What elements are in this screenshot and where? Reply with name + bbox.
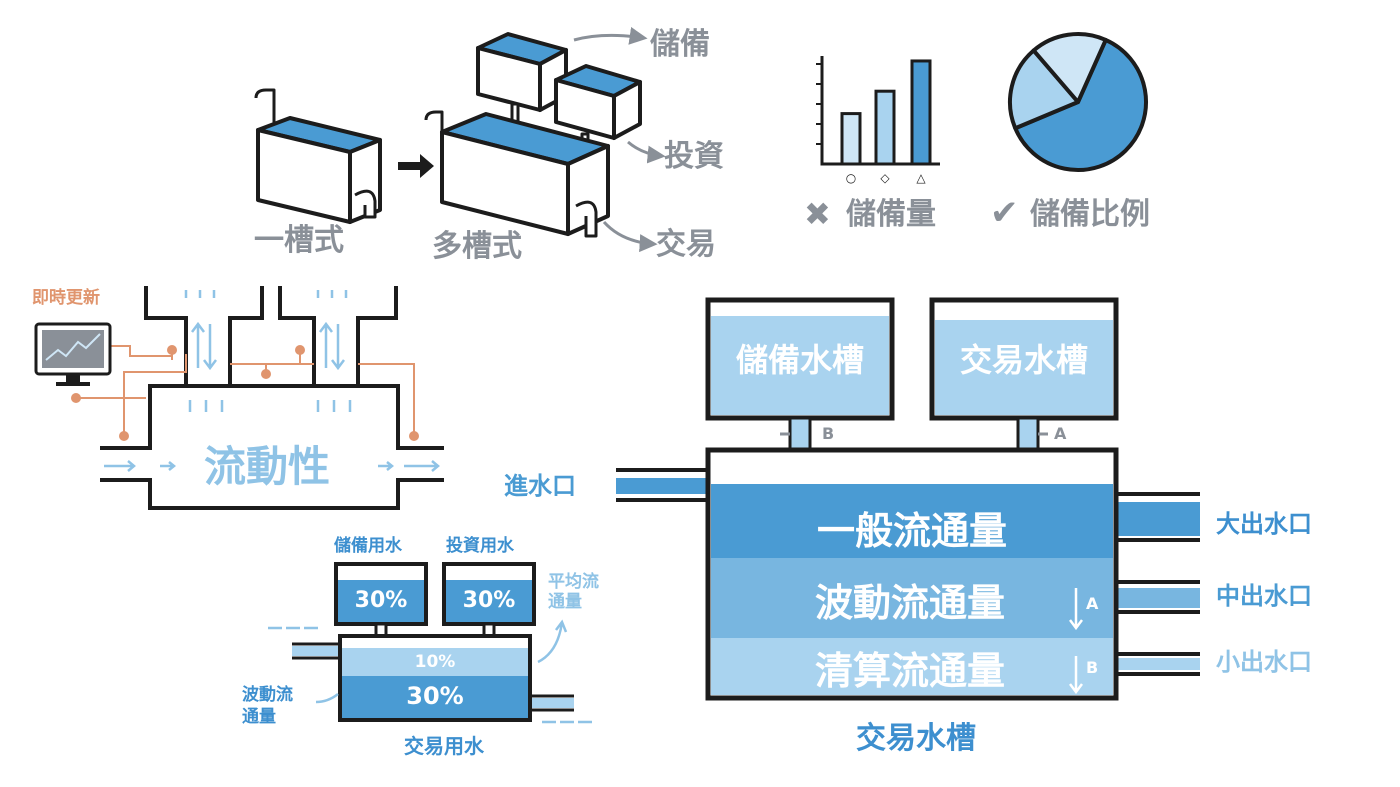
invest-water-label: 投資用水 — [446, 536, 514, 556]
trade-tank-bottom-label: 交易水槽 — [856, 721, 976, 756]
realtime-update-label: 即時更新 — [32, 288, 100, 308]
multi-tank — [424, 32, 642, 238]
monitor-icon — [34, 322, 112, 386]
bar-0 — [840, 112, 862, 166]
bar-2 — [910, 59, 932, 166]
multi-tank-out-arrows — [573, 26, 666, 253]
single-tank-label: 一槽式 — [254, 223, 344, 258]
clearing-flow-label: 清算流通量 — [814, 649, 1006, 693]
proportion-tanks — [292, 562, 574, 722]
pie-slice-1 — [1008, 48, 1080, 131]
general-flow-label: 一般流通量 — [816, 509, 1008, 553]
valve-b-label: B — [822, 424, 835, 443]
main-tank-system — [616, 297, 1200, 701]
right-reserve-ratio-label: 儲備比例 — [1030, 197, 1150, 232]
small-outlet-label: 小出水口 — [1216, 648, 1312, 676]
invest-output-label: 投資 — [664, 139, 724, 174]
reserve-pct-label: 30% — [354, 588, 408, 613]
bar-tick-label-2: △ — [916, 171, 926, 185]
liquidity-label: 流動性 — [204, 442, 331, 491]
reserve-ratio-pie — [1008, 32, 1148, 172]
volatile-flow-label: 波動流通量 — [814, 581, 1006, 625]
single-tank — [254, 88, 382, 224]
main-tank-down-arrows — [1069, 588, 1083, 695]
check-icon: ✔ — [990, 193, 1019, 233]
proportion-arrows — [268, 619, 592, 724]
bar-tick-label-0: ○ — [846, 171, 856, 185]
mid-outlet-label: 中出水口 — [1216, 582, 1312, 610]
multi-tank-label: 多槽式 — [432, 229, 522, 264]
sensor-dots — [71, 345, 419, 441]
trade-pct-label: 30% — [406, 682, 464, 710]
volatile-down-a-label: A — [1086, 594, 1099, 613]
volatile-pct-label: 10% — [414, 652, 456, 672]
trade-water-label: 交易用水 — [404, 734, 484, 758]
sensor-wires — [76, 345, 415, 436]
bar-1 — [874, 89, 896, 166]
trade-output-label: 交易 — [656, 227, 716, 262]
pie-slice-0 — [1013, 37, 1148, 172]
inlet-label: 進水口 — [504, 472, 576, 500]
invest-pct-label: 30% — [462, 588, 516, 613]
valve-a-label: A — [1054, 424, 1067, 443]
trade-tank-top-label: 交易水槽 — [959, 341, 1089, 379]
reserve-amount-chart: ○ ◇ △ — [816, 56, 940, 185]
pie-slice-2 — [1031, 32, 1108, 104]
reserve-water-label: 儲備用水 — [334, 536, 402, 556]
average-flow-label: 平均流通量 — [548, 572, 599, 613]
reserve-output-label: 儲備 — [650, 27, 710, 62]
wrong-reserve-amount-label: 儲備量 — [846, 197, 936, 232]
transform-arrow-icon — [398, 154, 434, 178]
bar-tick-label-1: ◇ — [880, 171, 890, 185]
cross-icon: ✖ — [804, 195, 831, 233]
large-outlet-label: 大出水口 — [1216, 510, 1312, 538]
reserve-tank-label: 儲備水槽 — [735, 341, 865, 379]
clearing-down-b-label: B — [1086, 658, 1099, 677]
volatile-flow-small-label: 波動流通量 — [242, 685, 293, 728]
liquidity-arrows — [104, 290, 440, 472]
